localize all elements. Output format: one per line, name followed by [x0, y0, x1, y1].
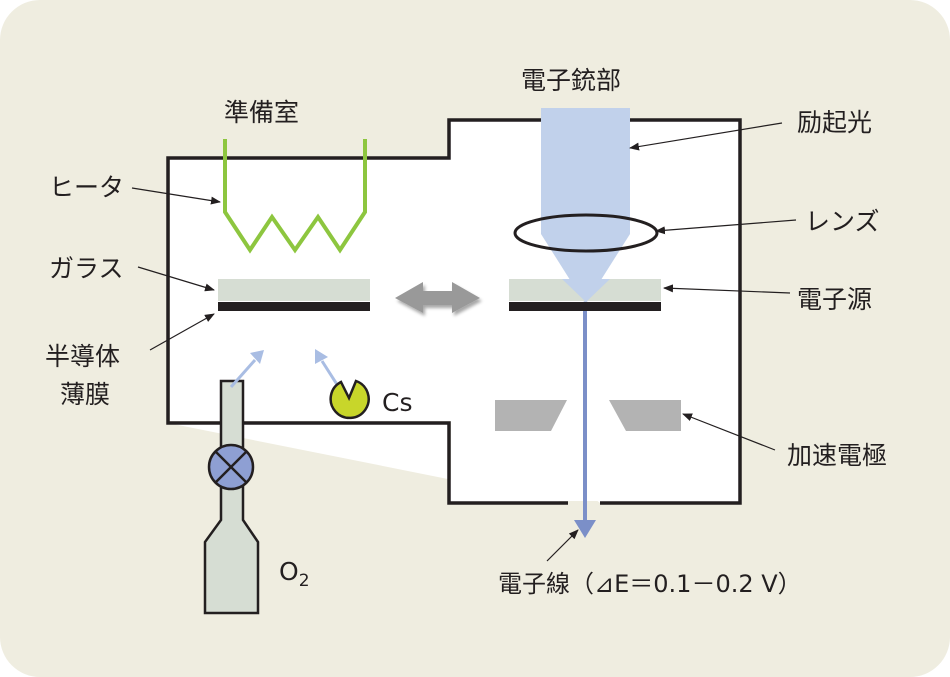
prep-glass-substrate [218, 279, 370, 301]
o2-flow-arrowhead [250, 350, 264, 364]
label-heater: ヒータ [49, 173, 124, 202]
lens-leader [655, 219, 797, 235]
label-o2-subscript: 2 [299, 571, 310, 591]
electrode-leader [682, 413, 776, 451]
label-lens: レンズ [805, 207, 880, 236]
label-cs: Cs [382, 388, 412, 417]
film-leader [149, 313, 215, 351]
valve-cross-2 [215, 451, 247, 483]
label-accel-electrode: 加速電極 [787, 441, 887, 470]
label-electron-gun: 電子銃部 [521, 66, 621, 95]
glass-leader [137, 266, 215, 292]
prep-semiconductor-film [218, 302, 370, 311]
label-o2-base: O [279, 557, 299, 586]
label-excitation-light: 励起光 [797, 108, 872, 137]
label-electron-source: 電子源 [797, 285, 872, 314]
excitation-light-beam [541, 108, 630, 302]
source-film [509, 302, 661, 311]
label-glass: ガラス [49, 254, 124, 283]
label-o2: O2 [279, 557, 310, 591]
chamber-outline [166, 118, 742, 505]
beam-leader [546, 529, 579, 562]
label-film-line2: 薄膜 [60, 380, 110, 409]
label-film-line1: 半導体 [45, 342, 120, 371]
heater-leader [131, 187, 221, 205]
o2-flow-arrow [229, 359, 257, 388]
light-focus-on-source [562, 279, 610, 302]
heater-coil [223, 139, 367, 254]
source-leader [663, 284, 791, 294]
o2-cylinder [203, 379, 260, 615]
electron-beam-arrowhead [574, 520, 596, 538]
light-leader [629, 122, 783, 151]
accel-electrode-right [609, 400, 681, 431]
cs-source [329, 379, 370, 420]
cs-flow-arrowhead [315, 349, 328, 364]
accel-electrode-left [495, 400, 567, 431]
transfer-double-arrow [395, 282, 480, 313]
label-electron-beam: 電子線（⊿E＝0.1－0.2 V） [498, 570, 802, 598]
label-prep-chamber: 準備室 [224, 98, 299, 127]
